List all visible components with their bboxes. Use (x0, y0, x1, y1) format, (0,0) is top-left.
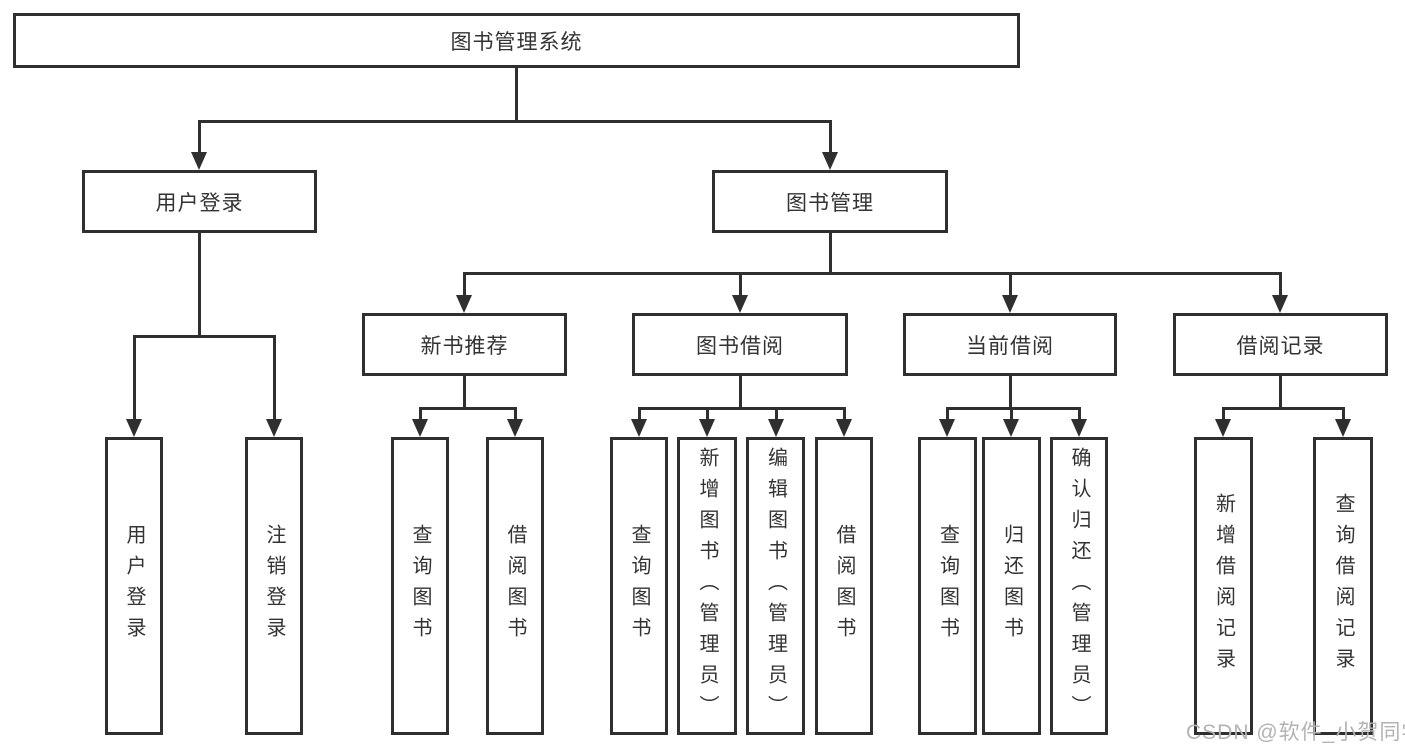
watermark: CSDN @软件_小贺同学 (1186, 721, 1405, 744)
leaf-add-book-admin: 新增图书（管理员） (677, 437, 737, 735)
connector-bus-bar-6 (1222, 407, 1345, 410)
connector-bus-bar-0 (198, 120, 832, 123)
node-new-book-recommend: 新书推荐 (362, 313, 567, 376)
connector-bus-bar-3 (419, 407, 517, 410)
leaf-borrow-books-2: 借阅图书 (815, 437, 873, 735)
arrow-down-icon-2-1 (732, 295, 748, 313)
arrow-down-icon-5-0 (939, 419, 955, 437)
connector-child-drop-6-0 (1222, 407, 1225, 423)
arrow-down-icon-6-1 (1335, 419, 1351, 437)
connector-child-drop-1-1 (273, 335, 276, 423)
arrow-down-icon-2-2 (1002, 295, 1018, 313)
connector-child-drop-4-2 (775, 407, 778, 423)
node-root: 图书管理系统 (13, 13, 1020, 68)
connector-child-drop-2-3 (1279, 272, 1282, 299)
arrow-down-icon-5-1 (1003, 419, 1019, 437)
connector-child-drop-5-1 (1010, 407, 1013, 423)
connector-parent-drop-2 (829, 233, 832, 275)
leaf-edit-book-admin: 编辑图书（管理员） (746, 437, 805, 735)
connector-parent-drop-4 (739, 376, 742, 410)
arrow-down-icon-4-0 (631, 419, 647, 437)
connector-child-drop-4-3 (843, 407, 846, 423)
connector-bus-bar-1 (133, 335, 276, 338)
leaf-logout: 注销登录 (245, 437, 303, 735)
leaf-query-books-3: 查询图书 (918, 437, 977, 735)
node-current-borrow: 当前借阅 (903, 313, 1117, 376)
connector-parent-drop-6 (1279, 376, 1282, 410)
arrow-down-icon-0-1 (822, 152, 838, 170)
connector-bus-bar-2 (463, 272, 1282, 275)
connector-bus-bar-4 (638, 407, 846, 410)
connector-child-drop-0-1 (829, 120, 832, 156)
connector-child-drop-5-2 (1078, 407, 1081, 423)
leaf-borrow-books-1: 借阅图书 (486, 437, 544, 735)
node-book-borrow: 图书借阅 (632, 313, 848, 376)
connector-child-drop-4-0 (638, 407, 641, 423)
arrow-down-icon-2-3 (1272, 295, 1288, 313)
connector-child-drop-2-2 (1009, 272, 1012, 299)
arrow-down-icon-3-0 (412, 419, 428, 437)
arrow-down-icon-4-3 (836, 419, 852, 437)
connector-child-drop-5-0 (946, 407, 949, 423)
connector-child-drop-3-0 (419, 407, 422, 423)
connector-parent-drop-5 (1009, 376, 1012, 410)
connector-parent-drop-3 (463, 376, 466, 410)
arrow-down-icon-1-0 (126, 419, 142, 437)
connector-child-drop-3-1 (514, 407, 517, 423)
leaf-query-borrow-record: 查询借阅记录 (1313, 437, 1373, 735)
arrow-down-icon-3-1 (507, 419, 523, 437)
connector-parent-drop-0 (515, 68, 518, 123)
arrow-down-icon-4-2 (768, 419, 784, 437)
leaf-query-books-1: 查询图书 (391, 437, 449, 735)
leaf-confirm-return-admin: 确认归还（管理员） (1050, 437, 1108, 735)
connector-child-drop-2-0 (463, 272, 466, 299)
arrow-down-icon-5-2 (1071, 419, 1087, 437)
connector-child-drop-0-0 (198, 120, 201, 156)
arrow-down-icon-2-0 (456, 295, 472, 313)
arrow-down-icon-6-0 (1215, 419, 1231, 437)
connector-child-drop-4-1 (706, 407, 709, 423)
connector-child-drop-1-0 (133, 335, 136, 423)
connector-child-drop-2-1 (739, 272, 742, 299)
arrow-down-icon-4-1 (699, 419, 715, 437)
leaf-user-login: 用户登录 (105, 437, 163, 735)
arrow-down-icon-1-1 (266, 419, 282, 437)
connector-parent-drop-1 (198, 233, 201, 338)
connector-child-drop-6-1 (1342, 407, 1345, 423)
leaf-return-books: 归还图书 (982, 437, 1041, 735)
node-user-login: 用户登录 (82, 170, 317, 233)
connector-bus-bar-5 (946, 407, 1081, 410)
leaf-query-books-2: 查询图书 (610, 437, 668, 735)
arrow-down-icon-0-0 (191, 152, 207, 170)
leaf-add-borrow-record: 新增借阅记录 (1194, 437, 1253, 735)
node-borrow-records: 借阅记录 (1173, 313, 1388, 376)
node-book-management: 图书管理 (712, 170, 948, 233)
